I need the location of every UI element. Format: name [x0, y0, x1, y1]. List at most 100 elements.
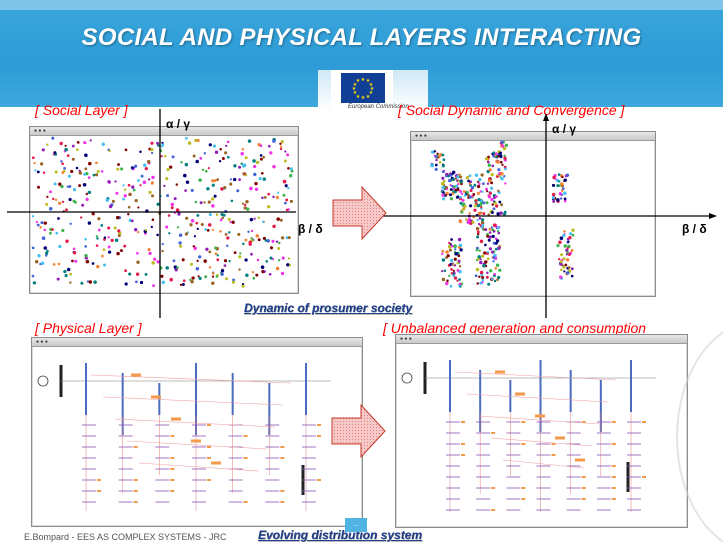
agent-dot — [76, 148, 79, 151]
agent-dot — [210, 197, 215, 201]
agent-dot — [228, 260, 231, 263]
agent-dot — [124, 269, 127, 273]
agent-dot — [287, 236, 291, 240]
agent-dot — [238, 268, 241, 271]
agent-dot — [232, 278, 236, 282]
agent-dot — [275, 240, 279, 243]
agent-dot — [220, 212, 224, 216]
agent-dot — [448, 241, 451, 245]
agent-dot — [478, 249, 481, 252]
agent-dot — [107, 245, 111, 249]
agent-dot — [84, 237, 87, 241]
agent-dot — [199, 156, 203, 160]
agent-dot — [261, 196, 264, 199]
transformer-icon — [37, 375, 49, 387]
agent-dot — [559, 262, 563, 266]
social-layer-window[interactable]: ● ● ● — [29, 126, 299, 294]
agent-dot — [441, 249, 445, 253]
agent-dot — [31, 215, 35, 218]
agent-dot — [60, 184, 64, 189]
agent-dot — [108, 250, 112, 254]
agent-dot — [178, 244, 183, 248]
agent-dot — [442, 197, 446, 201]
agent-dot — [497, 189, 500, 193]
agent-dot — [480, 206, 483, 209]
agent-dot — [48, 231, 52, 235]
agent-dot — [54, 170, 58, 174]
agent-dot — [84, 245, 87, 248]
agent-dot — [478, 275, 481, 279]
agent-dot — [457, 259, 461, 263]
agent-dot — [36, 185, 41, 189]
agent-dot — [268, 272, 272, 276]
agent-dot — [571, 233, 575, 237]
agent-dot — [151, 175, 155, 180]
agent-dot — [239, 252, 242, 255]
agent-dot — [502, 146, 507, 151]
agent-dot — [479, 260, 483, 265]
agent-dot — [492, 241, 496, 245]
agent-dot — [157, 144, 160, 147]
agent-dot — [34, 169, 37, 172]
agent-dot — [484, 243, 487, 247]
agent-dot — [563, 230, 566, 233]
agent-scatter-convergence — [430, 140, 575, 288]
agent-dot — [114, 180, 117, 183]
agent-dot — [286, 263, 289, 266]
agent-dot — [215, 213, 219, 216]
arrow-right-icon — [332, 185, 387, 241]
agent-dot — [563, 199, 567, 203]
agent-dot — [192, 154, 196, 158]
agent-dot — [456, 188, 460, 192]
agent-dot — [482, 263, 486, 268]
agent-dot — [570, 249, 574, 252]
agent-dot — [178, 241, 182, 245]
agent-dot — [438, 160, 442, 164]
agent-dot — [484, 157, 489, 161]
agent-dot — [277, 247, 281, 250]
agent-dot — [150, 181, 154, 185]
agent-dot — [220, 269, 225, 273]
agent-dot — [194, 200, 198, 204]
agent-dot — [256, 258, 260, 262]
physical-layer-label: [ Physical Layer ] — [35, 320, 142, 336]
agent-dot — [58, 244, 62, 249]
agent-dot — [267, 144, 271, 148]
footer-credit: E.Bompard - EES AS COMPLEX SYSTEMS - JRC — [24, 532, 227, 542]
agent-dot — [70, 169, 74, 174]
agent-dot — [486, 232, 489, 236]
agent-dot — [244, 258, 248, 262]
agent-dot — [42, 171, 46, 175]
agent-dot — [444, 185, 448, 190]
agent-dot — [500, 203, 504, 207]
agent-dot — [450, 244, 454, 248]
agent-dot — [169, 277, 173, 282]
agent-dot — [233, 177, 237, 182]
agent-dot — [276, 217, 280, 221]
agent-dot — [563, 270, 566, 273]
agent-dot — [569, 232, 573, 236]
agent-dot — [78, 184, 82, 188]
agent-dot — [128, 192, 132, 197]
agent-dot — [143, 163, 147, 167]
agent-dot — [64, 274, 68, 278]
agent-dot — [207, 200, 211, 204]
agent-dot — [499, 151, 502, 155]
transformer-icon — [401, 372, 413, 384]
agent-dot — [151, 194, 154, 198]
agent-dot — [216, 178, 220, 181]
agent-dot — [451, 185, 454, 188]
eu-flag-icon: ★★★ ★★★ ★★★ ★★★ — [341, 73, 385, 103]
agent-dot — [481, 281, 484, 284]
agent-dot — [37, 254, 41, 258]
agent-dot — [223, 186, 227, 190]
agent-dot — [166, 194, 170, 198]
agent-dot — [69, 222, 72, 225]
agent-dot — [497, 154, 500, 158]
agent-dot — [40, 221, 44, 225]
agent-dot — [137, 179, 140, 182]
agent-dot — [563, 197, 567, 201]
agent-dot — [170, 206, 174, 210]
agent-dot — [33, 161, 36, 165]
agent-dot — [89, 139, 92, 142]
